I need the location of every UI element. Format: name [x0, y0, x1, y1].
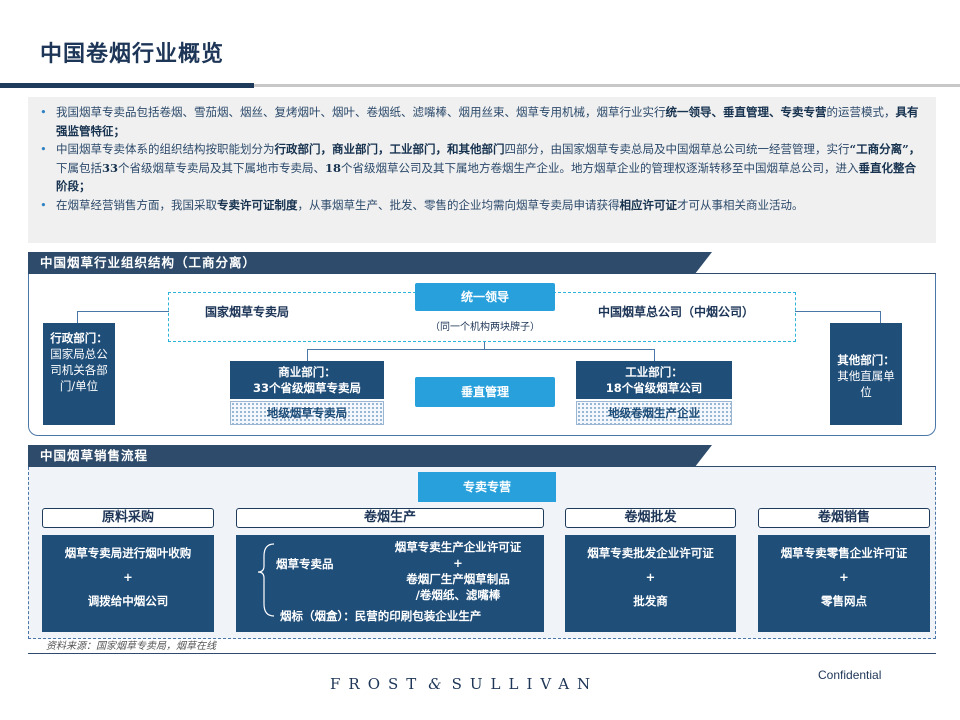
china-tobacco-corp-label: 中国烟草总公司（中烟公司） [598, 305, 755, 319]
connector [307, 349, 308, 361]
footer-divider [28, 653, 936, 654]
production-license-stack: 烟草专卖生产企业许可证 + 卷烟厂生产烟草制品 /卷烟纸、滤嘴棒 [394, 540, 522, 602]
sales-header-line [690, 466, 936, 467]
retail-box: 烟草专卖零售企业许可证 + 零售网点 [758, 535, 930, 632]
production-box: 烟草专卖品 烟草专卖生产企业许可证 + 卷烟厂生产烟草制品 /卷烟纸、滤嘴棒 烟… [236, 535, 544, 632]
stage-production-title: 卷烟生产 [236, 508, 544, 528]
intro-panel: 我国烟草专卖品包括卷烟、雪茄烟、烟丝、复烤烟叶、烟叶、卷烟纸、滤嘴棒、烟用丝束、… [28, 97, 936, 243]
connector [880, 311, 881, 323]
commercial-department-box: 商业部门： 33个省级烟草专卖局 [230, 361, 384, 399]
stage-wholesale-title: 卷烟批发 [565, 508, 736, 528]
frost-sullivan-logo: FROST&SULLIVAN [330, 675, 599, 693]
intro-bullet-3: 在烟草经营销售方面，我国采取专卖许可证制度，从事烟草生产、批发、零售的企业均需向… [38, 196, 922, 215]
intro-bullet-2: 中国烟草专卖体系的组织结构按职能划分为行政部门，商业部门，工业部门，和其他部门四… [38, 140, 922, 196]
connector [77, 311, 169, 312]
monopoly-operation-box: 专卖专营 [418, 472, 556, 502]
stage-raw-material-title: 原料采购 [42, 508, 214, 528]
same-institution-note: （同一个机构两块牌子） [430, 322, 540, 333]
connector [307, 349, 655, 350]
industrial-department-box: 工业部门： 18个省级烟草公司 [576, 361, 732, 399]
confidential-label: Confidential [818, 668, 882, 682]
page-title: 中国卷烟行业概览 [40, 41, 225, 67]
org-frame [28, 274, 936, 436]
monopoly-product-label: 烟草专卖品 [276, 557, 334, 571]
connector [654, 349, 655, 361]
org-header-line [690, 273, 936, 274]
title-underline-accent [0, 83, 254, 88]
wholesale-box: 烟草专卖批发企业许可证 + 批发商 [565, 535, 736, 632]
prefecture-producer-box: 地级卷烟生产企业 [576, 401, 732, 425]
unified-leadership-box: 统一领导 [415, 283, 555, 311]
connector [484, 342, 485, 350]
sales-section-header: 中国烟草销售流程 [28, 445, 712, 467]
title-underline [254, 84, 960, 87]
intro-bullet-1: 我国烟草专卖品包括卷烟、雪茄烟、烟丝、复烤烟叶、烟叶、卷烟纸、滤嘴棒、烟用丝束、… [38, 103, 922, 140]
source-note: 资料来源：国家烟草专卖局，烟草在线 [46, 641, 216, 652]
other-department-box: 其他部门： 其他直属单位 [830, 323, 902, 425]
vertical-management-box: 垂直管理 [415, 377, 555, 407]
prefecture-bureau-box: 地级烟草专卖局 [230, 401, 384, 425]
admin-department-box: 行政部门： 国家局总公司机关各部门/单位 [43, 323, 115, 425]
cigarette-pack-note: 烟标（烟盒）：民营的印刷包装企业生产 [280, 609, 482, 623]
connector [77, 311, 78, 323]
stage-retail-title: 卷烟销售 [758, 508, 930, 528]
org-section-header: 中国烟草行业组织结构（工商分离） [28, 252, 712, 274]
state-tobacco-bureau-label: 国家烟草专卖局 [205, 305, 290, 319]
connector [795, 311, 881, 312]
brace-icon [257, 543, 275, 617]
raw-material-box: 烟草专卖局进行烟叶收购 + 调拨给中烟公司 [42, 535, 214, 632]
